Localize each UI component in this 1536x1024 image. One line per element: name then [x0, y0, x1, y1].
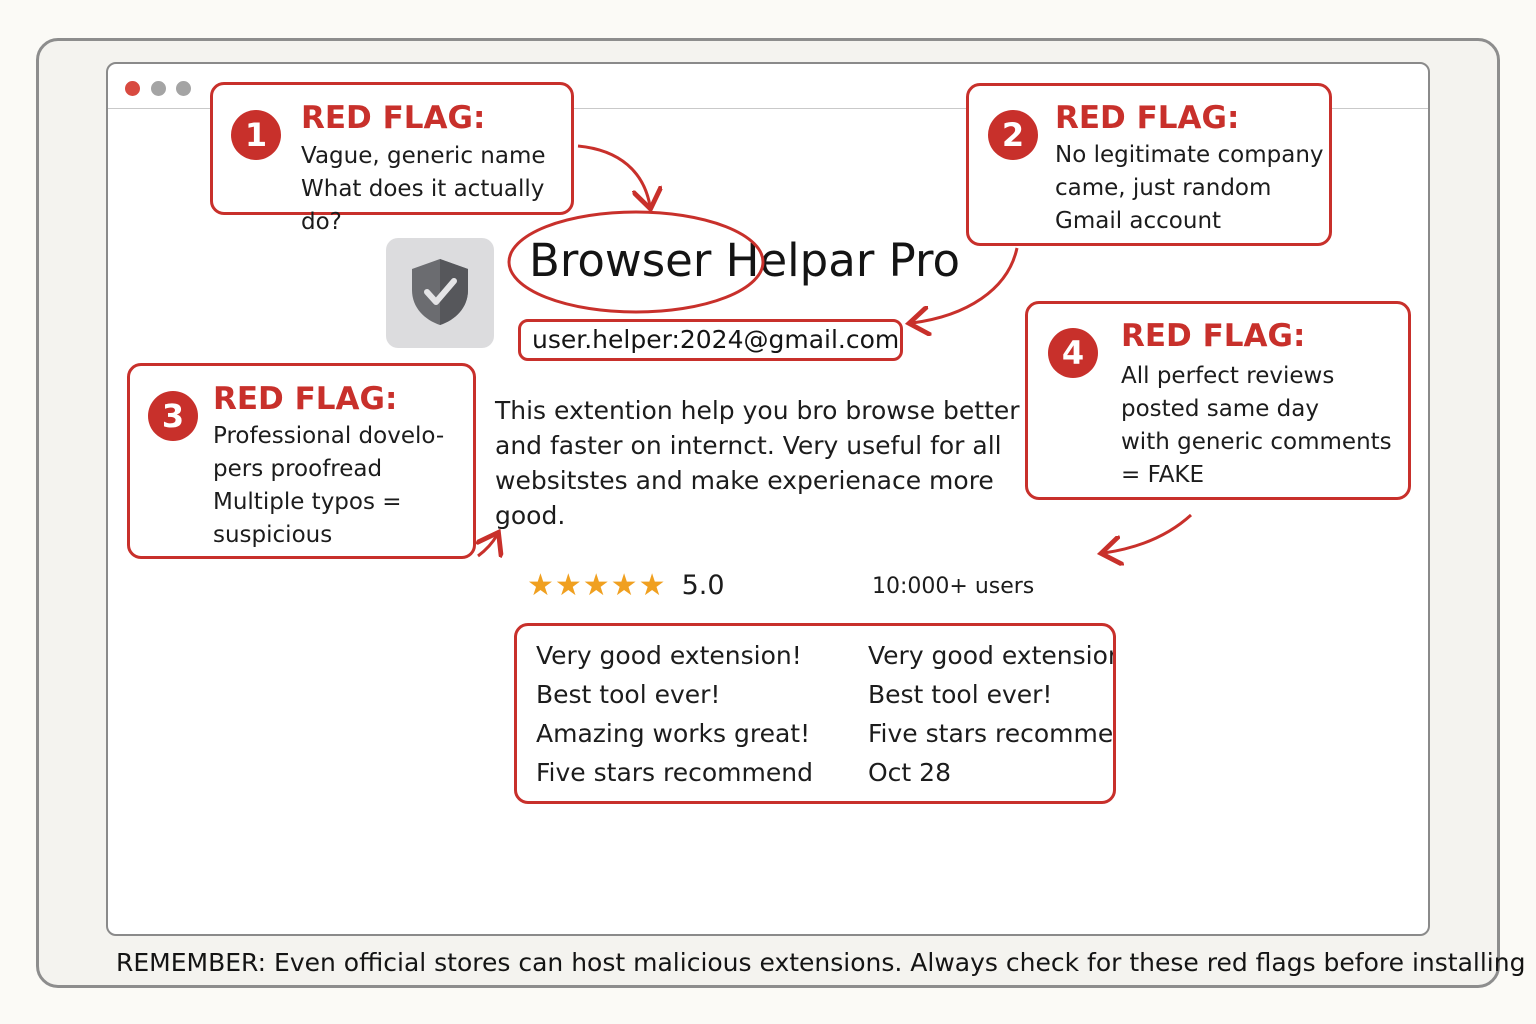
user-count: 10:000+ users	[872, 574, 1035, 599]
callout-text: No legitimate company came, just random …	[1055, 142, 1324, 234]
callout-heading: RED FLAG:	[1121, 318, 1306, 354]
callout-number-badge: 2	[988, 110, 1038, 160]
callout-heading: RED FLAG:	[301, 100, 486, 136]
window-maximize-button[interactable]	[176, 81, 191, 96]
callout-number-badge: 3	[148, 391, 198, 441]
callout-heading: RED FLAG:	[1055, 100, 1240, 136]
shield-check-icon	[412, 259, 468, 325]
callout-number-badge: 4	[1048, 328, 1098, 378]
review-item: Very good extension!	[536, 641, 802, 670]
footer-label: REMEMBER:	[116, 948, 267, 977]
rating-value: 5.0	[681, 570, 725, 601]
developer-email[interactable]: user.helper:2024@gmail.com	[518, 319, 903, 361]
red-flag-callout-1: 1 RED FLAG: Vague, generic name What doe…	[210, 82, 574, 235]
review-item: Best tool ever!	[868, 680, 1053, 709]
extension-name: Browser Helpar Pro	[529, 234, 961, 287]
review-item: Best tool ever!	[536, 680, 721, 709]
rating-row: ★★★★★ 5.0	[527, 568, 725, 608]
star-rating-icons: ★★★★★	[527, 568, 667, 603]
review-item: Five stars recommend	[536, 758, 813, 787]
callout-text: Professional dovelo- pers proofread Mult…	[213, 423, 445, 548]
red-flag-callout-4: 4 RED FLAG: All perfect reviews posted s…	[1025, 301, 1411, 500]
callout-text: All perfect reviews posted same day with…	[1121, 363, 1392, 488]
review-item: Amazing works great!	[536, 719, 811, 748]
review-item: Very good extension	[868, 641, 1116, 670]
window-minimize-button[interactable]	[151, 81, 166, 96]
footer-reminder: REMEMBER: Even official stores can host …	[116, 948, 1525, 977]
window-close-button[interactable]	[125, 81, 140, 96]
review-date: Oct 28	[868, 758, 951, 787]
extension-description: This extention help you bro browse bette…	[495, 396, 1020, 530]
reviews-column-right: Very good extension Best tool ever! Five…	[868, 636, 1116, 792]
reviews-panel: Very good extension! Best tool ever! Ama…	[514, 623, 1116, 804]
extension-icon-tile	[386, 238, 494, 348]
footer-text: Even official stores can host malicious …	[266, 948, 1526, 977]
callout-number-badge: 1	[231, 110, 281, 160]
red-flag-callout-2: 2 RED FLAG: No legitimate company came, …	[966, 83, 1332, 246]
callout-text: Vague, generic name What does it actuall…	[301, 143, 546, 235]
titlebar-divider	[108, 108, 1428, 109]
callout-heading: RED FLAG:	[213, 381, 398, 417]
reviews-column-left: Very good extension! Best tool ever! Ama…	[536, 636, 813, 792]
red-flag-callout-3: 3 RED FLAG: Professional dovelo- pers pr…	[127, 363, 476, 559]
review-item: Five stars recommend	[868, 719, 1114, 748]
